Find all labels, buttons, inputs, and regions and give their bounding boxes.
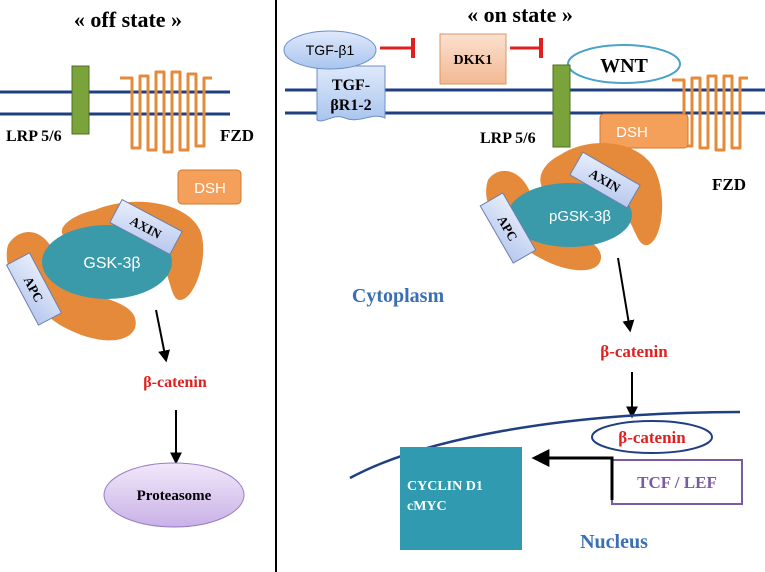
- on-tgf-receptor-line1: TGF-: [332, 77, 370, 94]
- on-nuclear-beta-catenin: [591, 420, 713, 454]
- off-dsh-box: [177, 169, 242, 205]
- on-tgf-receptor-line2: βR1-2: [330, 97, 371, 114]
- on-nucleus-label: Nucleus: [580, 531, 648, 553]
- on-tcf-lef-label: TCF / LEF: [637, 473, 717, 492]
- off-proteasome-label: Proteasome: [137, 488, 212, 504]
- on-tcf-lef-box: [611, 459, 743, 505]
- off-state-panel: « off state » LRP 5/6 FZD DSH GSK-3β AXI…: [0, 7, 254, 528]
- on-state-panel: « on state » TGF- βR1-2 TGF-β1 DKK1 WNT …: [283, 2, 765, 553]
- on-nuclear-beta-catenin-label: β-catenin: [618, 428, 686, 447]
- on-apc: APC: [479, 192, 537, 264]
- on-tgf-b1-label: TGF-β1: [306, 42, 355, 58]
- on-promoter-line: [531, 449, 614, 500]
- on-tgf-receptor: [316, 65, 386, 122]
- on-dsh-label: DSH: [616, 124, 648, 141]
- off-arrow-to-catenin: [155, 309, 171, 363]
- on-inhibit-dkk-lrp: [510, 38, 543, 58]
- on-nuclear-membrane: [349, 410, 741, 480]
- on-lrp-receptor: [552, 64, 571, 148]
- on-arrow-to-catenin: [617, 257, 635, 333]
- on-lrp-label: LRP 5/6: [480, 130, 536, 147]
- on-wnt-label: WNT: [600, 55, 648, 77]
- on-dsh-box: [599, 113, 689, 149]
- on-pgsk3b-label: pGSK-3β: [549, 208, 611, 225]
- off-gsk3b: [42, 225, 172, 299]
- off-fzd-label: FZD: [220, 126, 254, 145]
- on-cyclin-line1: CYCLIN D1: [407, 479, 483, 494]
- on-cyclin-line2: cMYC: [407, 499, 447, 514]
- off-dsh-label: DSH: [194, 180, 226, 197]
- on-inhibit-tgf-dkk: [380, 38, 415, 58]
- off-gsk3b-label: GSK-3β: [83, 255, 140, 272]
- on-fzd-receptor: [672, 74, 748, 152]
- on-dkk1-box: [439, 33, 507, 85]
- off-lrp-label: LRP 5/6: [6, 128, 62, 145]
- off-state-title: « off state »: [74, 7, 182, 32]
- on-cytoplasm-label: Cytoplasm: [352, 285, 445, 307]
- on-tgf-b1: [283, 30, 377, 70]
- off-fzd-receptor: [120, 70, 212, 154]
- on-dkk1-label: DKK1: [454, 53, 493, 68]
- on-wnt: [567, 44, 681, 84]
- on-state-title: « on state »: [467, 2, 573, 27]
- off-lrp-receptor: [71, 65, 90, 135]
- off-proteasome: [103, 462, 245, 528]
- on-fzd-label: FZD: [712, 175, 746, 194]
- on-target-genes-box: [400, 447, 522, 550]
- on-beta-catenin-label: β-catenin: [600, 342, 668, 361]
- off-beta-catenin-label: β-catenin: [143, 374, 207, 391]
- off-apc: APC: [5, 252, 63, 326]
- on-pgsk3b: [508, 183, 632, 247]
